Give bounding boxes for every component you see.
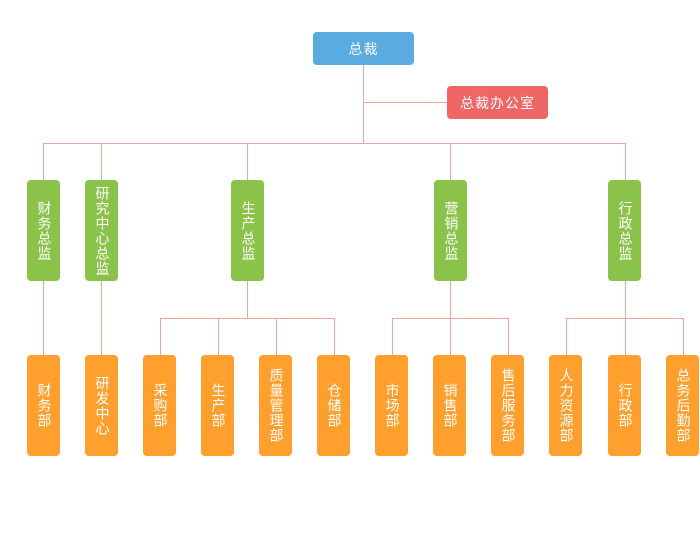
ceo-label: 总裁 [348,41,379,58]
connector [276,318,277,356]
director-administration: 行政总监 [608,180,641,281]
dept-rnd-center: 研发中心 [85,355,118,456]
dept-label: 销售部 [441,383,458,428]
director-label: 生产总监 [239,200,256,261]
dept-label: 市场部 [383,383,400,428]
connector [450,280,451,318]
dept-production: 生产部 [201,355,234,456]
connector [683,318,684,356]
ceo-node: 总裁 [313,32,414,65]
dept-finance: 财务部 [27,355,60,456]
director-label: 行政总监 [616,200,633,261]
dept-sales: 销售部 [433,355,466,456]
dept-label: 研发中心 [93,375,110,436]
ceo-office-label: 总裁办公室 [460,95,535,112]
connector [625,318,626,356]
dept-quality: 质量管理部 [259,355,292,456]
dept-label: 质量管理部 [267,368,284,443]
director-label: 研究中心总监 [93,185,110,276]
director-label: 营销总监 [442,200,459,261]
connector [363,65,364,143]
connector [392,318,393,356]
director-finance: 财务总监 [27,180,60,281]
connector [101,143,102,181]
connector [508,318,509,356]
connector [101,280,102,356]
dept-label: 行政部 [616,383,633,428]
ceo-office-node: 总裁办公室 [447,86,548,119]
director-research: 研究中心总监 [85,180,118,281]
dept-label: 采购部 [151,383,168,428]
connector [625,280,626,318]
dept-label: 生产部 [209,383,226,428]
dept-warehouse: 仓储部 [317,355,350,456]
connector [450,143,451,181]
dept-after-sales: 售后服务部 [491,355,524,456]
connector [566,318,567,356]
dept-label: 财务部 [35,383,52,428]
dept-label: 人力资源部 [557,368,574,443]
connector [43,143,44,181]
connector [625,143,626,181]
connector [43,143,625,144]
connector [247,143,248,181]
connector [566,318,683,319]
connector [218,318,219,356]
dept-hr: 人力资源部 [549,355,582,456]
dept-label: 售后服务部 [499,368,516,443]
connector [160,318,335,319]
director-label: 财务总监 [35,200,52,261]
connector [160,318,161,356]
dept-purchasing: 采购部 [143,355,176,456]
connector [363,102,448,103]
dept-label: 总务后勤部 [674,368,691,443]
dept-market: 市场部 [375,355,408,456]
connector [247,280,248,318]
connector [43,280,44,356]
dept-administration: 行政部 [608,355,641,456]
dept-general-affairs: 总务后勤部 [666,355,699,456]
director-marketing: 营销总监 [434,180,467,281]
dept-label: 仓储部 [325,383,342,428]
connector [334,318,335,356]
connector [450,318,451,356]
director-production: 生产总监 [231,180,264,281]
